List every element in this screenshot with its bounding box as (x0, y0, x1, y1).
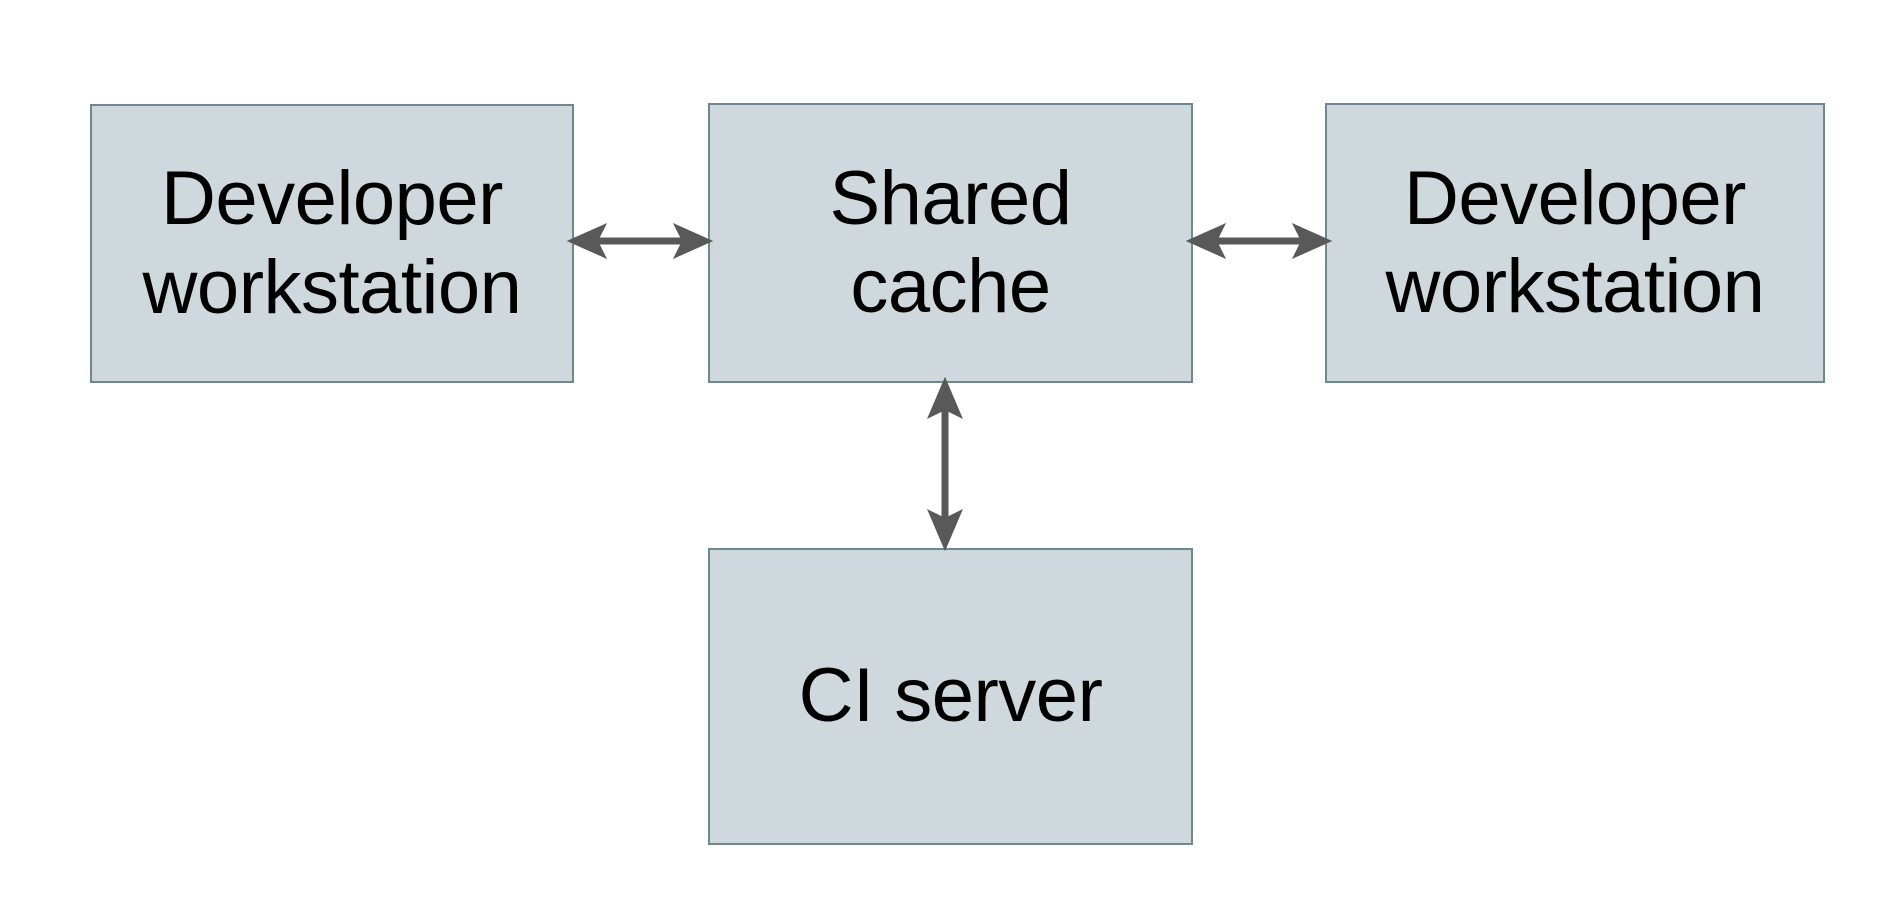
node-developer-workstation-right[interactable]: Developer workstation (1325, 103, 1825, 383)
node-label: Developer workstation (1385, 155, 1765, 329)
double-arrow-icon (566, 222, 714, 260)
node-label: Shared cache (829, 155, 1072, 329)
node-shared-cache[interactable]: Shared cache (708, 103, 1193, 383)
edge-shared-cache-to-developer-right[interactable] (1185, 212, 1333, 270)
double-arrow-icon (927, 376, 963, 552)
edge-shared-cache-to-ci-server[interactable] (916, 376, 974, 552)
edge-developer-left-to-shared-cache[interactable] (566, 212, 714, 270)
double-arrow-icon (1185, 222, 1333, 260)
node-label: Developer workstation (142, 156, 522, 330)
node-label: CI server (798, 653, 1103, 739)
node-ci-server[interactable]: CI server (708, 548, 1193, 845)
node-developer-workstation-left[interactable]: Developer workstation (90, 104, 574, 383)
